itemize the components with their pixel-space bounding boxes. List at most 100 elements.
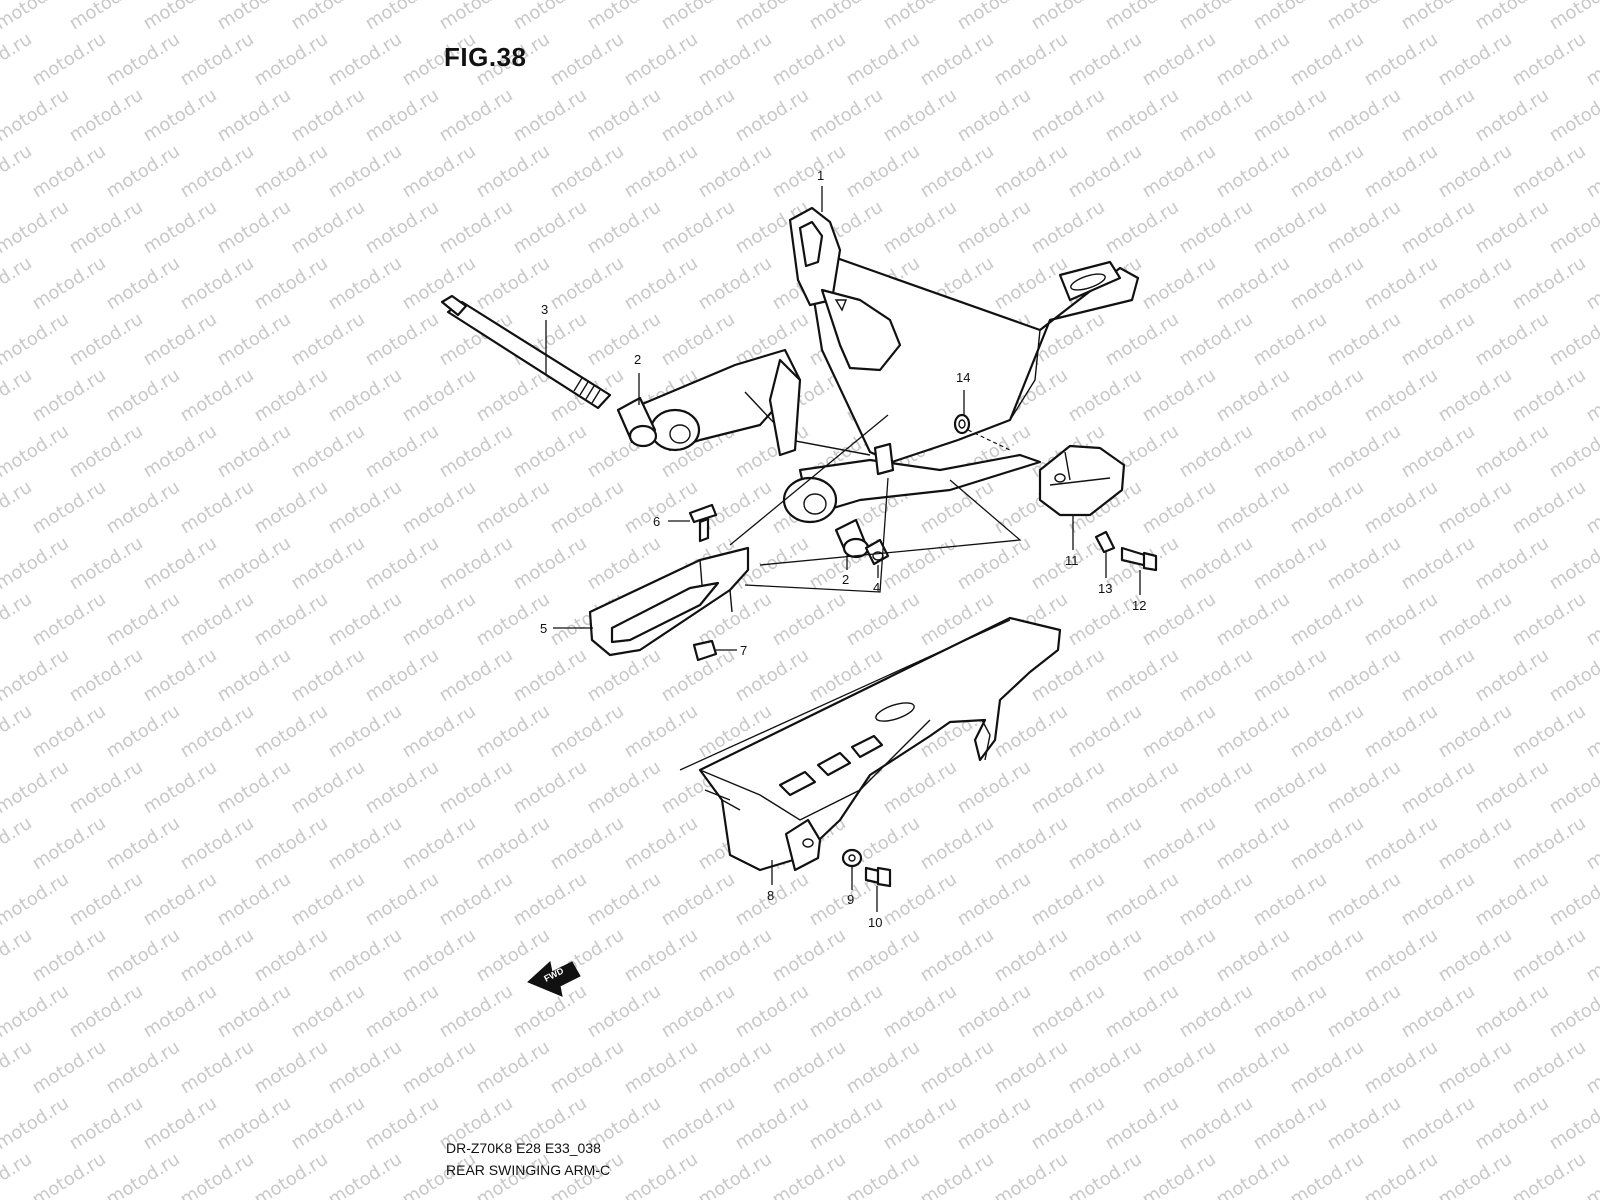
watermark-text: motod.ru <box>0 29 36 91</box>
watermark-text: motod.ru <box>1065 701 1146 763</box>
watermark-text: motod.ru <box>362 421 443 483</box>
watermark-text: motod.ru <box>1176 981 1257 1043</box>
watermark-text: motod.ru <box>362 197 443 259</box>
watermark-text: motod.ru <box>177 477 258 539</box>
watermark-text: motod.ru <box>436 533 517 595</box>
watermark-text: motod.ru <box>473 141 554 203</box>
watermark-text: motod.ru <box>1139 253 1220 315</box>
watermark-text: motod.ru <box>288 981 369 1043</box>
watermark-text: motod.ru <box>362 981 443 1043</box>
watermark-text: motod.ru <box>1546 1093 1600 1155</box>
watermark-text: motod.ru <box>1472 645 1553 707</box>
watermark-text: motod.ru <box>1546 757 1600 819</box>
watermark-text: motod.ru <box>954 85 1035 147</box>
callout-1: 1 <box>817 168 824 183</box>
watermark-text: motod.ru <box>1028 981 1109 1043</box>
watermark-text: motod.ru <box>991 253 1072 315</box>
watermark-text: motod.ru <box>621 813 702 875</box>
watermark-text: motod.ru <box>251 1149 332 1200</box>
watermark-text: motod.ru <box>288 309 369 371</box>
watermark-text: motod.ru <box>214 0 295 34</box>
watermark-text: motod.ru <box>1139 813 1220 875</box>
watermark-text: motod.ru <box>954 869 1035 931</box>
watermark-text: motod.ru <box>0 0 73 34</box>
callout-13: 13 <box>1098 581 1112 596</box>
watermark-text: motod.ru <box>1361 253 1442 315</box>
watermark-text: motod.ru <box>621 1149 702 1200</box>
watermark-text: motod.ru <box>695 1037 776 1099</box>
watermark-text: motod.ru <box>29 253 110 315</box>
watermark-text: motod.ru <box>473 477 554 539</box>
watermark-text: motod.ru <box>1324 0 1405 34</box>
watermark-text: motod.ru <box>1287 29 1368 91</box>
watermark-text: motod.ru <box>399 701 480 763</box>
callout-12: 12 <box>1132 598 1146 613</box>
watermark-text: motod.ru <box>0 1037 36 1099</box>
watermark-text: motod.ru <box>1583 701 1600 763</box>
watermark-text: motod.ru <box>1028 0 1109 34</box>
watermark-text: motod.ru <box>732 981 813 1043</box>
watermark-text: motod.ru <box>1361 1037 1442 1099</box>
watermark-text: motod.ru <box>1435 701 1516 763</box>
watermark-text: motod.ru <box>1287 701 1368 763</box>
watermark-text: motod.ru <box>695 925 776 987</box>
watermark-text: motod.ru <box>1472 197 1553 259</box>
watermark-text: motod.ru <box>177 365 258 427</box>
callout-2-lower: 2 <box>842 572 849 587</box>
watermark-text: motod.ru <box>1583 813 1600 875</box>
watermark-text: motod.ru <box>1213 365 1294 427</box>
watermark-text: motod.ru <box>954 757 1035 819</box>
watermark-text: motod.ru <box>140 645 221 707</box>
watermark-text: motod.ru <box>954 981 1035 1043</box>
watermark-text: motod.ru <box>621 253 702 315</box>
watermark-text: motod.ru <box>843 925 924 987</box>
watermark-text: motod.ru <box>991 29 1072 91</box>
watermark-text: motod.ru <box>473 701 554 763</box>
watermark-text: motod.ru <box>1398 85 1479 147</box>
chain-case <box>679 616 1062 872</box>
callout-14: 14 <box>956 370 970 385</box>
watermark-text: motod.ru <box>584 197 665 259</box>
watermark-text: motod.ru <box>251 141 332 203</box>
watermark-text: motod.ru <box>399 477 480 539</box>
watermark-text: motod.ru <box>621 1037 702 1099</box>
watermark-text: motod.ru <box>0 589 36 651</box>
watermark-text: motod.ru <box>1028 85 1109 147</box>
watermark-text: motod.ru <box>325 141 406 203</box>
watermark-text: motod.ru <box>29 29 110 91</box>
watermark-text: motod.ru <box>1213 589 1294 651</box>
watermark-text: motod.ru <box>0 1093 73 1155</box>
watermark-text: motod.ru <box>251 925 332 987</box>
bolt-10 <box>864 866 892 888</box>
watermark-text: motod.ru <box>1250 421 1331 483</box>
watermark-text: motod.ru <box>1472 1093 1553 1155</box>
watermark-text: motod.ru <box>214 309 295 371</box>
callout-10: 10 <box>868 915 882 930</box>
watermark-text: motod.ru <box>325 365 406 427</box>
watermark-text: motod.ru <box>1398 309 1479 371</box>
watermark-text: motod.ru <box>1435 365 1516 427</box>
watermark-text: motod.ru <box>917 1037 998 1099</box>
watermark-text: motod.ru <box>510 645 591 707</box>
watermark-text: motod.ru <box>0 477 36 539</box>
watermark-text: motod.ru <box>1176 533 1257 595</box>
watermark-text: motod.ru <box>843 1149 924 1200</box>
watermark-text: motod.ru <box>769 1149 850 1200</box>
watermark-text: motod.ru <box>103 253 184 315</box>
watermark-text: motod.ru <box>1176 869 1257 931</box>
figure-title: FIG.38 <box>444 42 527 72</box>
watermark-text: motod.ru <box>140 981 221 1043</box>
watermark-text: motod.ru <box>1435 141 1516 203</box>
watermark-text: motod.ru <box>1287 253 1368 315</box>
watermark-text: motod.ru <box>1139 589 1220 651</box>
watermark-text: motod.ru <box>1546 533 1600 595</box>
watermark-text: motod.ru <box>1213 253 1294 315</box>
watermark-text: motod.ru <box>103 925 184 987</box>
watermark-text: motod.ru <box>66 645 147 707</box>
watermark-text: motod.ru <box>1250 645 1331 707</box>
watermark-text: motod.ru <box>1435 477 1516 539</box>
watermark-text: motod.ru <box>0 813 36 875</box>
watermark-text: motod.ru <box>1324 645 1405 707</box>
watermark-text: motod.ru <box>1361 701 1442 763</box>
watermark-text: motod.ru <box>66 533 147 595</box>
